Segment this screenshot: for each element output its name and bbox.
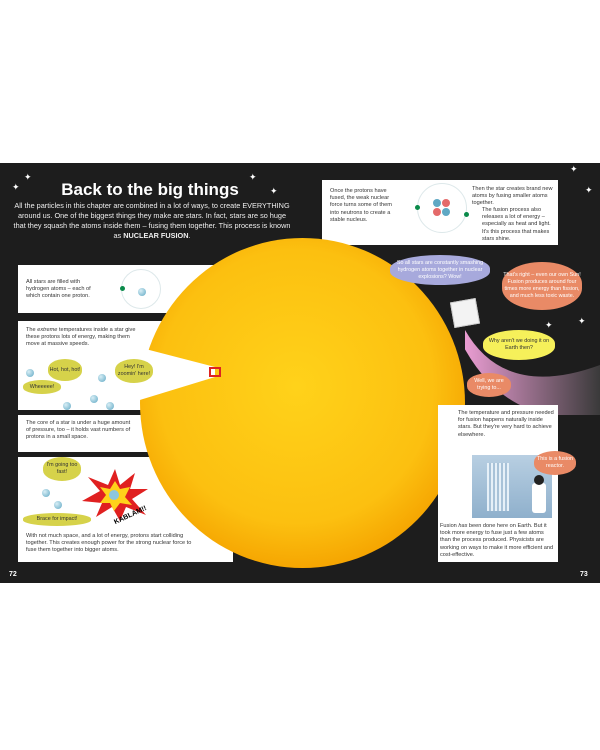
collision-text: With not much space, and a lot of energy… — [26, 533, 192, 554]
speech-bubble: Wheeeee! — [23, 380, 61, 394]
speech-bubble: That's right – even our own Sun! Fusion … — [502, 262, 582, 310]
proton-icon — [98, 374, 106, 382]
sun-ray-beam — [465, 330, 600, 415]
star-icon: ✦ — [585, 185, 593, 195]
explosion-icon — [82, 469, 148, 521]
page-title: Back to the big things — [61, 180, 239, 199]
speech-bubble: Why aren't we doing it on Earth then? — [483, 330, 555, 360]
electron-icon — [120, 286, 125, 291]
proton-icon — [63, 402, 71, 410]
fusion-earth-text: Fusion has been done here on Earth. But … — [440, 523, 554, 558]
speech-bubble: Brace for impact! — [23, 513, 91, 526]
proton-icon — [42, 489, 50, 497]
panel-nucleus: Once the protons have fused, the weak nu… — [322, 180, 558, 245]
proton-icon — [138, 288, 146, 296]
energy-text: The fusion process also releases a lot o… — [482, 207, 551, 242]
star-icon: ✦ — [24, 172, 32, 182]
helium-nucleus-icon — [433, 199, 451, 217]
reactor-text: The temperature and pressure needed for … — [458, 410, 554, 438]
proton-icon — [106, 402, 114, 410]
star-icon: ✦ — [578, 316, 586, 326]
speech-bubble: So all stars are constantly smashing hyd… — [390, 255, 490, 285]
proton-icon — [90, 395, 98, 403]
new-atoms-text: Then the star creates brand new atoms by… — [472, 186, 553, 207]
zoom-beam — [130, 345, 221, 403]
page-number-left: 72 — [9, 571, 17, 578]
sun-character-cube — [449, 297, 481, 329]
speech-bubble: Well, we are trying to... — [467, 373, 511, 397]
intro-paragraph: All the particles in this chapter are co… — [13, 201, 291, 240]
panel-reactor: The temperature and pressure needed for … — [438, 405, 576, 562]
speech-bubble: Hot, hot, hot! — [48, 359, 82, 381]
nucleus-text: Once the protons have fused, the weak nu… — [330, 188, 392, 223]
star-icon: ✦ — [12, 182, 20, 192]
star-icon: ✦ — [545, 320, 553, 330]
hydrogen-text: All stars are filled with hydrogen atoms… — [26, 279, 91, 300]
page-number-right: 73 — [580, 571, 588, 578]
star-icon: ✦ — [270, 186, 278, 196]
speech-bubble: I'm going too fast! — [43, 457, 81, 481]
pressure-text: The core of a star is under a huge amoun… — [26, 420, 131, 441]
electron-icon — [464, 212, 469, 217]
star-icon: ✦ — [570, 164, 578, 174]
proton-icon — [26, 369, 34, 377]
temperature-text: The extreme temperatures inside a star g… — [26, 327, 136, 348]
star-icon: ✦ — [249, 172, 257, 182]
proton-icon — [54, 501, 62, 509]
speech-bubble: This is a fusion reactor. — [534, 451, 576, 475]
speech-bubble: Hey! I'm zoomin' here! — [115, 359, 153, 383]
electron-icon — [415, 205, 420, 210]
sun-illustration — [140, 238, 465, 568]
